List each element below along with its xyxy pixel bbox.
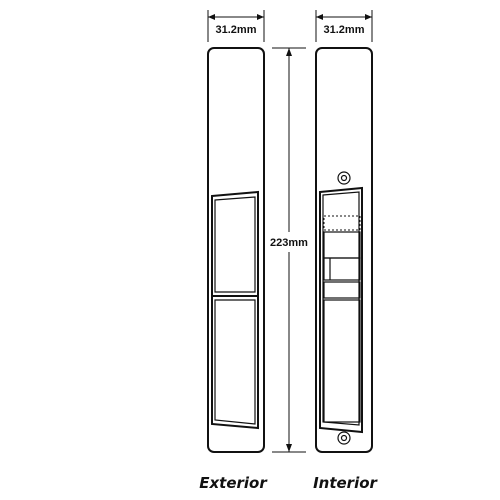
interior-width-dimension: 31.2mm (315, 10, 373, 42)
interior-caption: Interior (313, 474, 378, 492)
top-screw-icon (337, 171, 351, 185)
bottom-screw-icon (337, 431, 351, 445)
thumb-turn-slot (323, 215, 361, 231)
exterior-caption: Exterior (199, 474, 268, 492)
exterior-width-dimension: 31.2mm (207, 10, 265, 42)
exterior-width-label: 31.2mm (216, 24, 257, 36)
height-label: 223mm (270, 237, 308, 249)
exterior-handle (207, 47, 265, 453)
height-dimension: 223mm (270, 47, 308, 453)
interior-width-label: 31.2mm (324, 24, 365, 36)
interior-handle (315, 47, 373, 453)
